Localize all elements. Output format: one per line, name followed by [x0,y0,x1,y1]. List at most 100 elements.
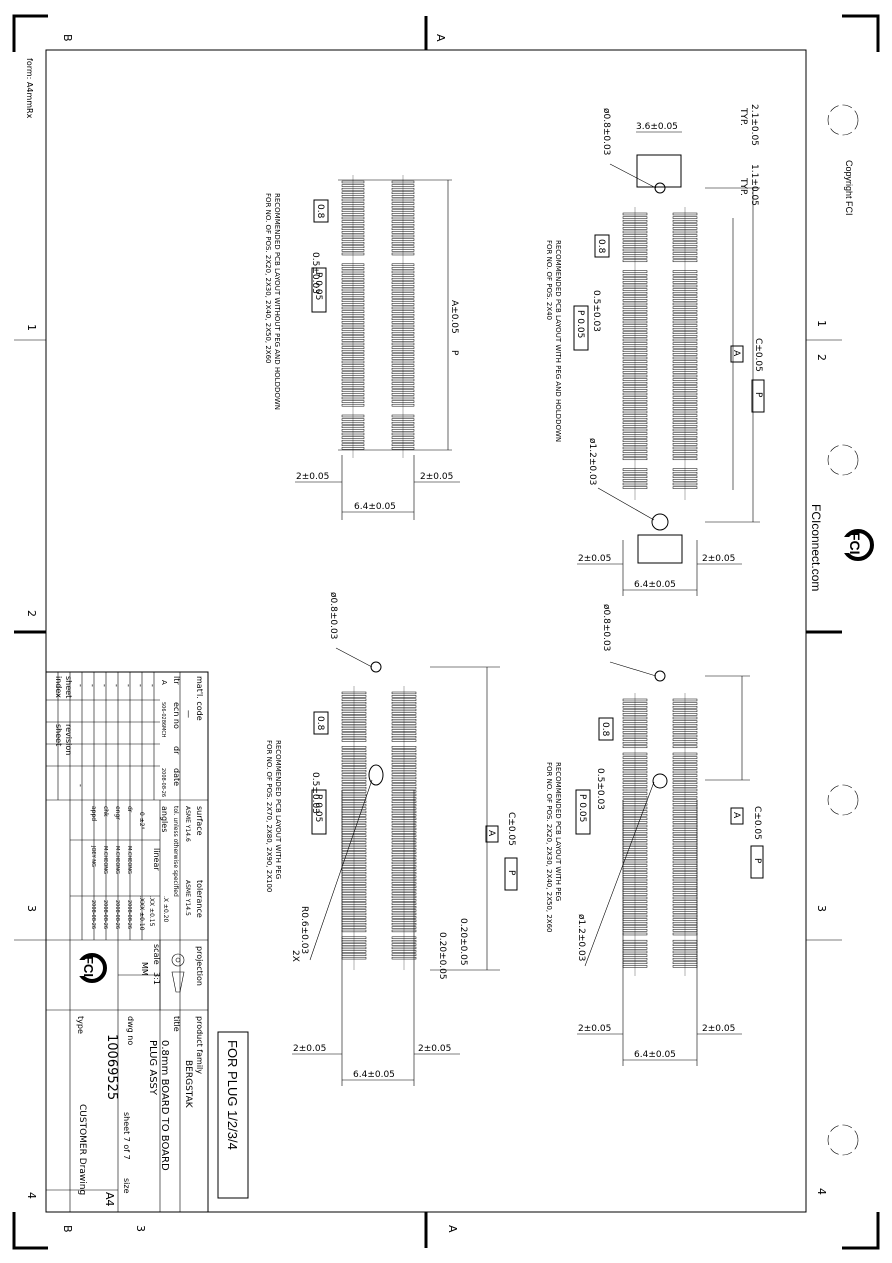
view-no-peg: RECOMMENDED PCB LAYOUT WITHOUT PEG AND H… [264,175,460,520]
sign-role-4: appd [90,806,97,821]
rev-dash-8: - [76,784,85,787]
projection-label: projection [195,946,204,986]
rev-dash-2: - [136,684,145,687]
sign-role-2: chk [102,806,109,817]
svg-text:FCI: FCI [81,956,96,977]
datum-a-holddown: A [731,350,741,357]
zone-letter-bottom-b: B [61,1225,74,1233]
matl-code-value: — [184,710,193,718]
type-value: CUSTOMER Drawing [77,1104,87,1195]
linear-label: linear [152,848,161,871]
tol-08-long: 0.8 [315,716,325,731]
sign-name-1: M.CHEONG [126,846,132,874]
hole-small-long: ø0.8±0.03 [328,592,338,639]
slot-long: R0.6±0.03 [299,906,309,954]
dim-pitch-long: 0.5±0.03 [310,772,320,814]
dim-020-long-a: 0.20±0.05 [458,918,468,966]
tol-box-pos-holddown [573,305,589,351]
dim-c-holddown: C±0.05 [753,338,763,372]
view-peg-short: RECOMMENDED PCB LAYOUT WITH PEG FOR NO. … [545,604,764,1066]
zone-letter-top-b: B [61,34,74,42]
title-block [45,671,209,1213]
dim-11: 1.1±0.05 [749,164,759,206]
rev-row-ltr: A [160,680,168,685]
unless-note: tol. unless otherwise specified [172,806,179,897]
rev-dash-6: - [88,684,97,687]
product-family-value: BERGSTAK [183,1060,193,1109]
plug-note-box [217,1031,249,1199]
tol-box-08-long [313,711,329,735]
dim-right-short: 2±0.05 [702,1024,735,1034]
zone-letter-bottom-a: A [446,1225,459,1233]
view-peg-holddown: RECOMMENDED PCB LAYOUT WITH PEG AND HOLD… [545,104,765,596]
zone-number-left-1: 1 [25,324,38,331]
datum-p-short: P [752,858,762,864]
caption-holddown-2: FOR NO. OF POS. 2X40 [545,240,553,320]
peg-slot-long [368,764,384,786]
datum-p-no-peg: P [449,350,459,356]
dim-pitch-no-peg: 0.5±0.03 [310,252,320,294]
dim-right-holddown: 2±0.05 [702,554,735,564]
datum-a-short: A [731,812,741,819]
tol-xx: .XX ±0.15 [148,896,155,927]
zone-number-right-3: 3 [815,905,828,912]
dwg-no-value: 10069525 [104,1034,119,1100]
dim-pitch-short: 0.5±0.03 [595,768,605,810]
tol-box-08-short [598,717,614,741]
sign-name-4: JOEY NG [90,845,96,867]
fci-logo-right: FCI [838,529,874,561]
typ-label-2: TYP. [738,177,748,196]
zone-number-right-4: 4 [815,1188,828,1195]
sign-role-3: engr [114,806,121,820]
typ-label-1: TYP. [738,107,748,126]
dim-c-short: C±0.05 [752,806,762,840]
hole-small-short: ø0.8±0.03 [601,604,611,651]
tol-08-short: 0.8 [600,722,610,737]
datum-p-box-holddown [751,379,765,413]
pad-array-no-peg [341,175,415,458]
datum-a-long: A [486,830,496,837]
dim-left-short: 2±0.05 [578,1024,611,1034]
dim-peg-width: 3.6±0.05 [636,122,678,132]
dim-right-no-peg: 2±0.05 [420,472,453,482]
index-sheet-label: sheet [54,724,63,746]
dim-left-long: 2±0.05 [293,1044,326,1054]
dim-width-no-peg: 6.4±0.05 [354,502,396,512]
pad-array-peg-long [341,686,417,970]
dim-width-long: 6.4±0.05 [353,1070,395,1080]
dim-020-long-b: 0.20±0.05 [437,932,447,980]
holddown-outline [637,534,683,564]
tol-box-08-no-peg [313,199,329,223]
dim-left-holddown: 2±0.05 [578,554,611,564]
datum-p-holddown: P [753,392,763,398]
tol-pos-short: P 0.05 [577,794,587,822]
tol-xxx: .XXX ±0.10 [138,896,145,931]
tolerance-value: ASME Y14.5 [184,880,191,916]
svg-text:FCI: FCI [847,532,863,555]
rev-row-date: 2008-08-26 [160,768,166,797]
type-label: type [76,1016,85,1034]
zone-number-bottom-3: 3 [134,1225,147,1232]
sign-date-4: 2008-08-26 [90,900,96,929]
product-family-label: product family [195,1016,204,1074]
peg-hole-long-top [370,661,382,673]
zone-number-left-4: 4 [25,1192,38,1199]
dim-left-no-peg: 2±0.05 [296,472,329,482]
dim-a-no-peg: A±0.05 [449,300,459,334]
hole-large-holddown: ø1.2±0.03 [587,438,597,485]
tolerance-label: tolerance [195,880,204,918]
datum-p-box-long [504,857,518,891]
rev-dash-1: - [148,684,157,687]
plug-note: FOR PLUG 1/2/3/4 [225,1040,240,1150]
dim-21: 2.1±0.05 [749,104,759,146]
datum-a-box-short [730,807,744,825]
pad-array-peg-holddown [622,207,698,500]
holddown-hole [651,513,669,531]
revision-label: revision [64,724,73,755]
surface-label: surface [195,806,204,836]
size-label: size [122,1178,131,1194]
surface-value: ASME Y14.6 [184,806,191,842]
copyright-text: Copyright FCI [844,160,854,216]
hole-large-short: ø1.2±0.03 [576,914,586,961]
tol-x: .X ±0.20 [162,896,169,922]
